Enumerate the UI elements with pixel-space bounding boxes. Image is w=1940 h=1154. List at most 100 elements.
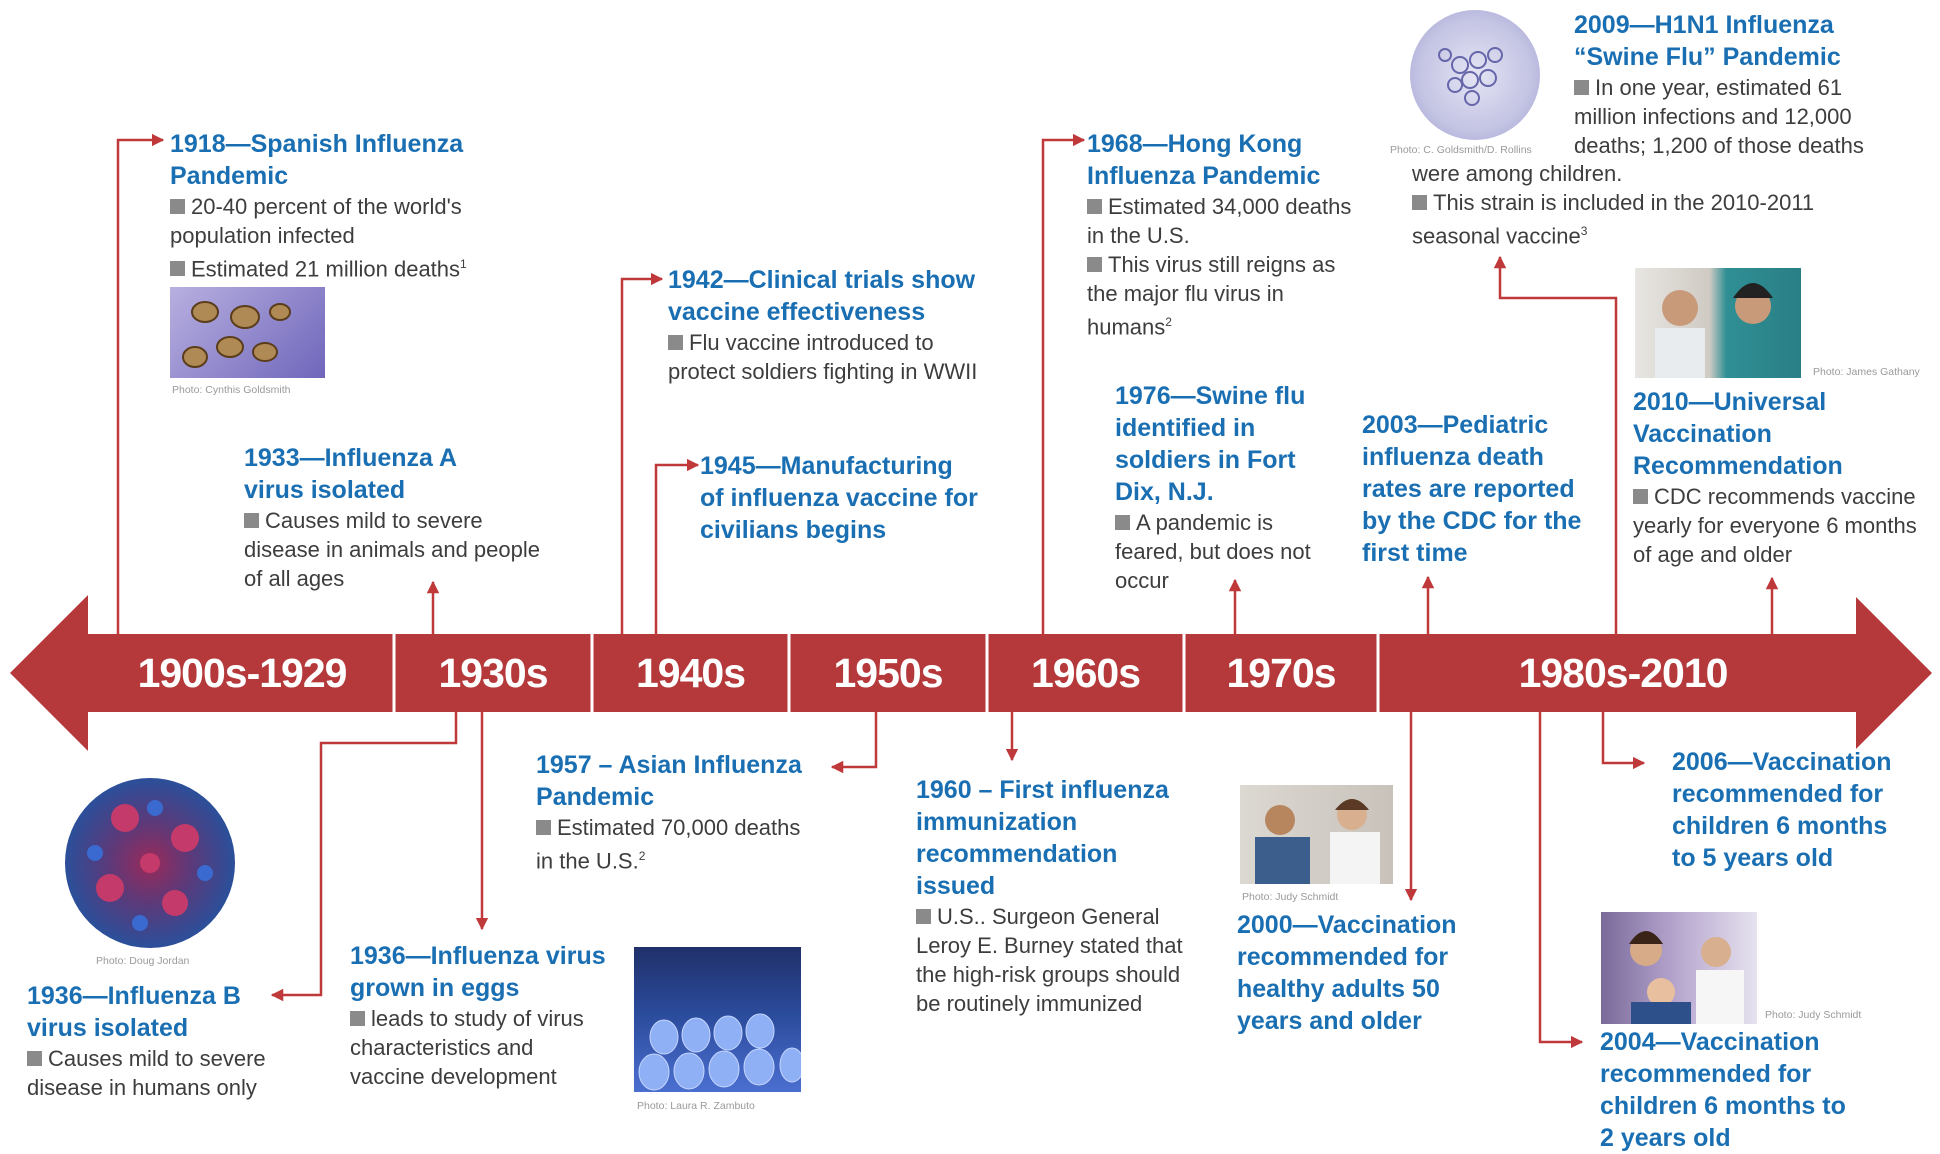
event-bullet-continued: were among children. xyxy=(1412,161,1623,186)
connector-1968 xyxy=(1041,133,1086,634)
eggs-photo-1936 xyxy=(634,947,801,1092)
photo-credit-jordan: Photo: Doug Jordan xyxy=(96,955,190,967)
event-2009-h1n1-continued: were among children. This strain is incl… xyxy=(1412,159,1814,250)
bullet-square xyxy=(1412,195,1427,210)
vaccination-photo-2004 xyxy=(1601,912,1757,1024)
bullet-square xyxy=(170,199,185,214)
bullet-square xyxy=(170,261,185,277)
event-2009-h1n1: 2009—H1N1 Influenza“Swine Flu” Pandemic … xyxy=(1574,9,1864,160)
bullet-square xyxy=(1633,489,1648,504)
footnote-marker: 2 xyxy=(638,849,646,863)
period-1940s: 1940s xyxy=(635,650,746,696)
connector-1945 xyxy=(654,458,700,634)
bullet-square xyxy=(244,513,259,528)
connector-1957 xyxy=(830,712,878,774)
photo-credit-gathany: Photo: James Gathany xyxy=(1813,366,1920,378)
connector-1936b xyxy=(270,712,458,1002)
period-1950s: 1950s xyxy=(833,650,943,696)
period-1960s: 1960s xyxy=(1030,650,1141,696)
photo-credit-zambuto: Photo: Laura R. Zambuto xyxy=(637,1100,755,1112)
connector-2004 xyxy=(1538,712,1584,1049)
connector-1942 xyxy=(620,272,664,634)
footnote-marker: 2 xyxy=(1165,315,1172,329)
event-bullet: Estimated 21 million deaths1 xyxy=(170,250,467,283)
virus-photo-1918 xyxy=(170,287,325,378)
timeline-band xyxy=(10,595,1932,751)
photo-credit-schmidt-2000: Photo: Judy Schmidt xyxy=(1242,891,1339,903)
bullet-square xyxy=(27,1051,42,1066)
bullet-square xyxy=(350,1011,365,1026)
photo-credit-rollins: Photo: C. Goldsmith/D. Rollins xyxy=(1390,144,1532,156)
photo-credit-goldsmith: Photo: Cynthis Goldsmith xyxy=(172,384,291,396)
vaccination-photo-2000 xyxy=(1240,785,1393,884)
bullet-square xyxy=(1087,199,1102,214)
photo-credit-schmidt-2004: Photo: Judy Schmidt xyxy=(1765,1009,1862,1021)
band-dividers xyxy=(392,634,1380,712)
connector-lines xyxy=(116,133,1779,1049)
period-1930s: 1930s xyxy=(438,650,548,696)
bullet-square xyxy=(536,820,551,835)
event-bullet: This strain is included in the 2010-2011… xyxy=(1412,190,1815,249)
period-1900s-1929: 1900s-1929 xyxy=(137,650,348,696)
bullet-square xyxy=(668,335,683,350)
footnote-marker: 1 xyxy=(460,257,467,271)
connector-2009 xyxy=(1493,255,1618,634)
bullet-square xyxy=(1087,257,1102,272)
event-title: 2009—H1N1 Influenza“Swine Flu” Pandemic xyxy=(1574,11,1841,71)
bullet-square xyxy=(916,909,931,924)
virus-model-photo-1936 xyxy=(65,778,235,948)
period-1980s-2010: 1980s-2010 xyxy=(1518,650,1729,696)
virus-photo-2009 xyxy=(1410,10,1540,140)
bullet-square xyxy=(1574,80,1589,95)
connector-2006 xyxy=(1601,712,1646,770)
connector-1918 xyxy=(116,133,165,634)
period-1970s: 1970s xyxy=(1226,650,1336,696)
vaccination-photo-2010 xyxy=(1635,268,1801,378)
footnote-marker: 3 xyxy=(1580,224,1588,238)
bullet-square xyxy=(1115,515,1130,530)
